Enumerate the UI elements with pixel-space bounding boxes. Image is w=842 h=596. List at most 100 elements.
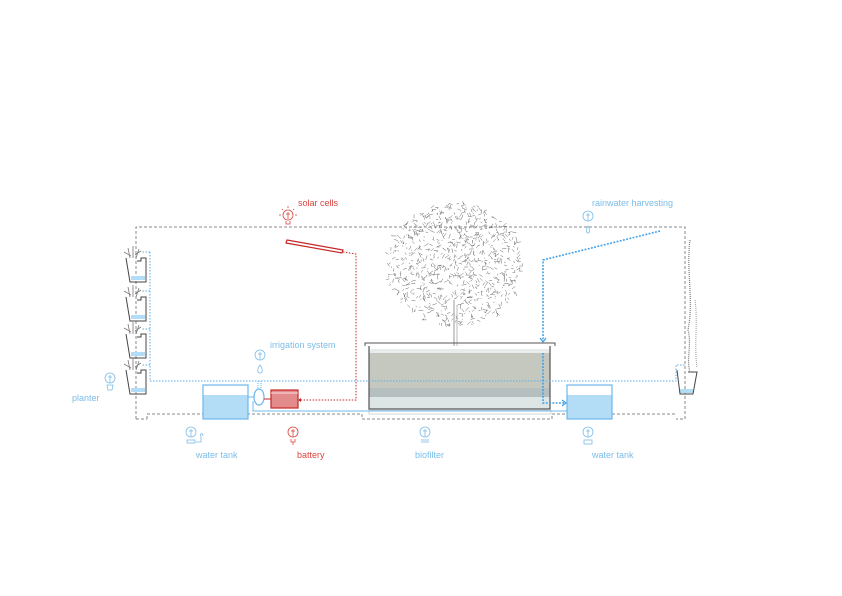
tree-leaf	[491, 311, 495, 314]
tree-leaf	[442, 247, 447, 251]
tree-leaf	[437, 287, 440, 290]
tree-leaf	[413, 223, 418, 227]
tree-leaf	[497, 281, 500, 283]
tree-leaf	[463, 298, 467, 302]
tree-leaf	[464, 233, 468, 238]
tree-leaf	[491, 285, 495, 288]
tree-leaf	[422, 318, 425, 321]
tree-leaf	[482, 265, 485, 268]
tree-leaf	[511, 282, 513, 284]
tree-leaf	[458, 263, 463, 265]
tree-leaf	[405, 234, 408, 236]
tree-leaf	[478, 239, 481, 243]
tree-leaf	[391, 288, 396, 290]
tree-leaf	[436, 244, 442, 248]
tree-leaf	[446, 247, 449, 249]
tree-leaf	[457, 266, 459, 271]
tree-leaf	[408, 234, 410, 239]
tree-leaf	[508, 238, 512, 242]
tree-leaf	[443, 227, 449, 231]
tree-leaf	[445, 268, 449, 271]
tree-leaf	[432, 303, 437, 306]
tree-leaf	[413, 282, 416, 285]
tree-leaf	[428, 213, 433, 216]
tree-leaf	[489, 246, 492, 248]
tree-leaf	[470, 323, 473, 326]
tree-leaf	[448, 248, 451, 252]
tree-leaf	[461, 308, 465, 313]
tree-leaf	[436, 230, 440, 234]
tree-leaf	[456, 243, 458, 249]
tree-leaf	[439, 210, 443, 216]
tree-leaf	[441, 233, 445, 235]
planter	[123, 358, 147, 395]
tree-leaf	[479, 251, 481, 254]
tree-leaf	[429, 243, 433, 246]
planter-stack	[123, 246, 147, 395]
tree-leaf	[431, 209, 433, 212]
tree-leaf	[431, 278, 433, 281]
tree-leaf	[469, 271, 471, 274]
tree-leaf	[499, 271, 503, 275]
tree-leaf	[475, 284, 478, 286]
tree-leaf	[400, 240, 403, 244]
tree-leaf	[471, 206, 475, 211]
tree-leaf	[471, 316, 474, 318]
tree-leaf	[448, 216, 451, 219]
tree-leaf	[461, 284, 467, 286]
tree-leaf	[470, 278, 473, 282]
tree-leaf	[448, 233, 451, 239]
tree-leaf	[481, 224, 487, 227]
tree-leaf	[498, 221, 502, 223]
tree-leaf	[401, 278, 406, 283]
tree-leaf	[444, 280, 448, 283]
tree-leaf	[423, 283, 426, 286]
tree-leaf	[467, 321, 471, 325]
tree-leaf	[397, 235, 402, 239]
tree-leaf	[489, 279, 493, 281]
tree-leaf	[454, 215, 457, 220]
tree-leaf	[408, 252, 412, 255]
tree-leaf	[427, 228, 432, 232]
tree-leaf	[431, 265, 433, 267]
tree-leaf	[442, 234, 445, 239]
tree-leaf	[459, 213, 462, 217]
tree-leaf	[458, 218, 462, 220]
tree-leaf	[513, 291, 516, 295]
tree-leaf	[446, 311, 451, 315]
tree-leaf	[453, 242, 456, 247]
tree-leaf	[515, 291, 517, 297]
tree-leaf	[393, 250, 396, 252]
tree-leaf	[421, 267, 426, 269]
tree-leaf	[388, 283, 392, 286]
tree-leaf	[516, 257, 520, 262]
tree-leaf	[502, 231, 505, 235]
tree-leaf	[474, 286, 478, 290]
tree-leaf	[386, 278, 390, 281]
tree-leaf	[500, 255, 504, 258]
tree-leaf	[444, 301, 448, 305]
label-biofilter: biofilter	[415, 450, 444, 460]
tree-leaf	[410, 292, 413, 294]
sun-icon	[279, 206, 297, 225]
tree-leaf	[421, 277, 425, 281]
tree-leaf	[500, 294, 503, 297]
tree-leaf	[477, 231, 479, 236]
tree-leaf	[433, 250, 438, 252]
pump-valve	[253, 388, 265, 406]
tree-leaf	[503, 273, 506, 276]
tree-leaf	[469, 277, 473, 280]
tree-leaf	[428, 281, 432, 284]
tree-leaf	[437, 313, 439, 317]
tree-leaf	[430, 259, 434, 261]
tree-leaf	[461, 313, 464, 317]
tree-leaf	[464, 254, 467, 257]
tree-leaf	[472, 209, 477, 213]
tree-leaf	[445, 295, 448, 298]
tree-leaf	[512, 249, 515, 253]
tree-leaf	[493, 301, 495, 303]
tree-leaf	[449, 228, 450, 230]
tree-leaf	[482, 241, 486, 245]
tree-leaf	[449, 204, 452, 210]
tree-leaf	[487, 287, 490, 292]
